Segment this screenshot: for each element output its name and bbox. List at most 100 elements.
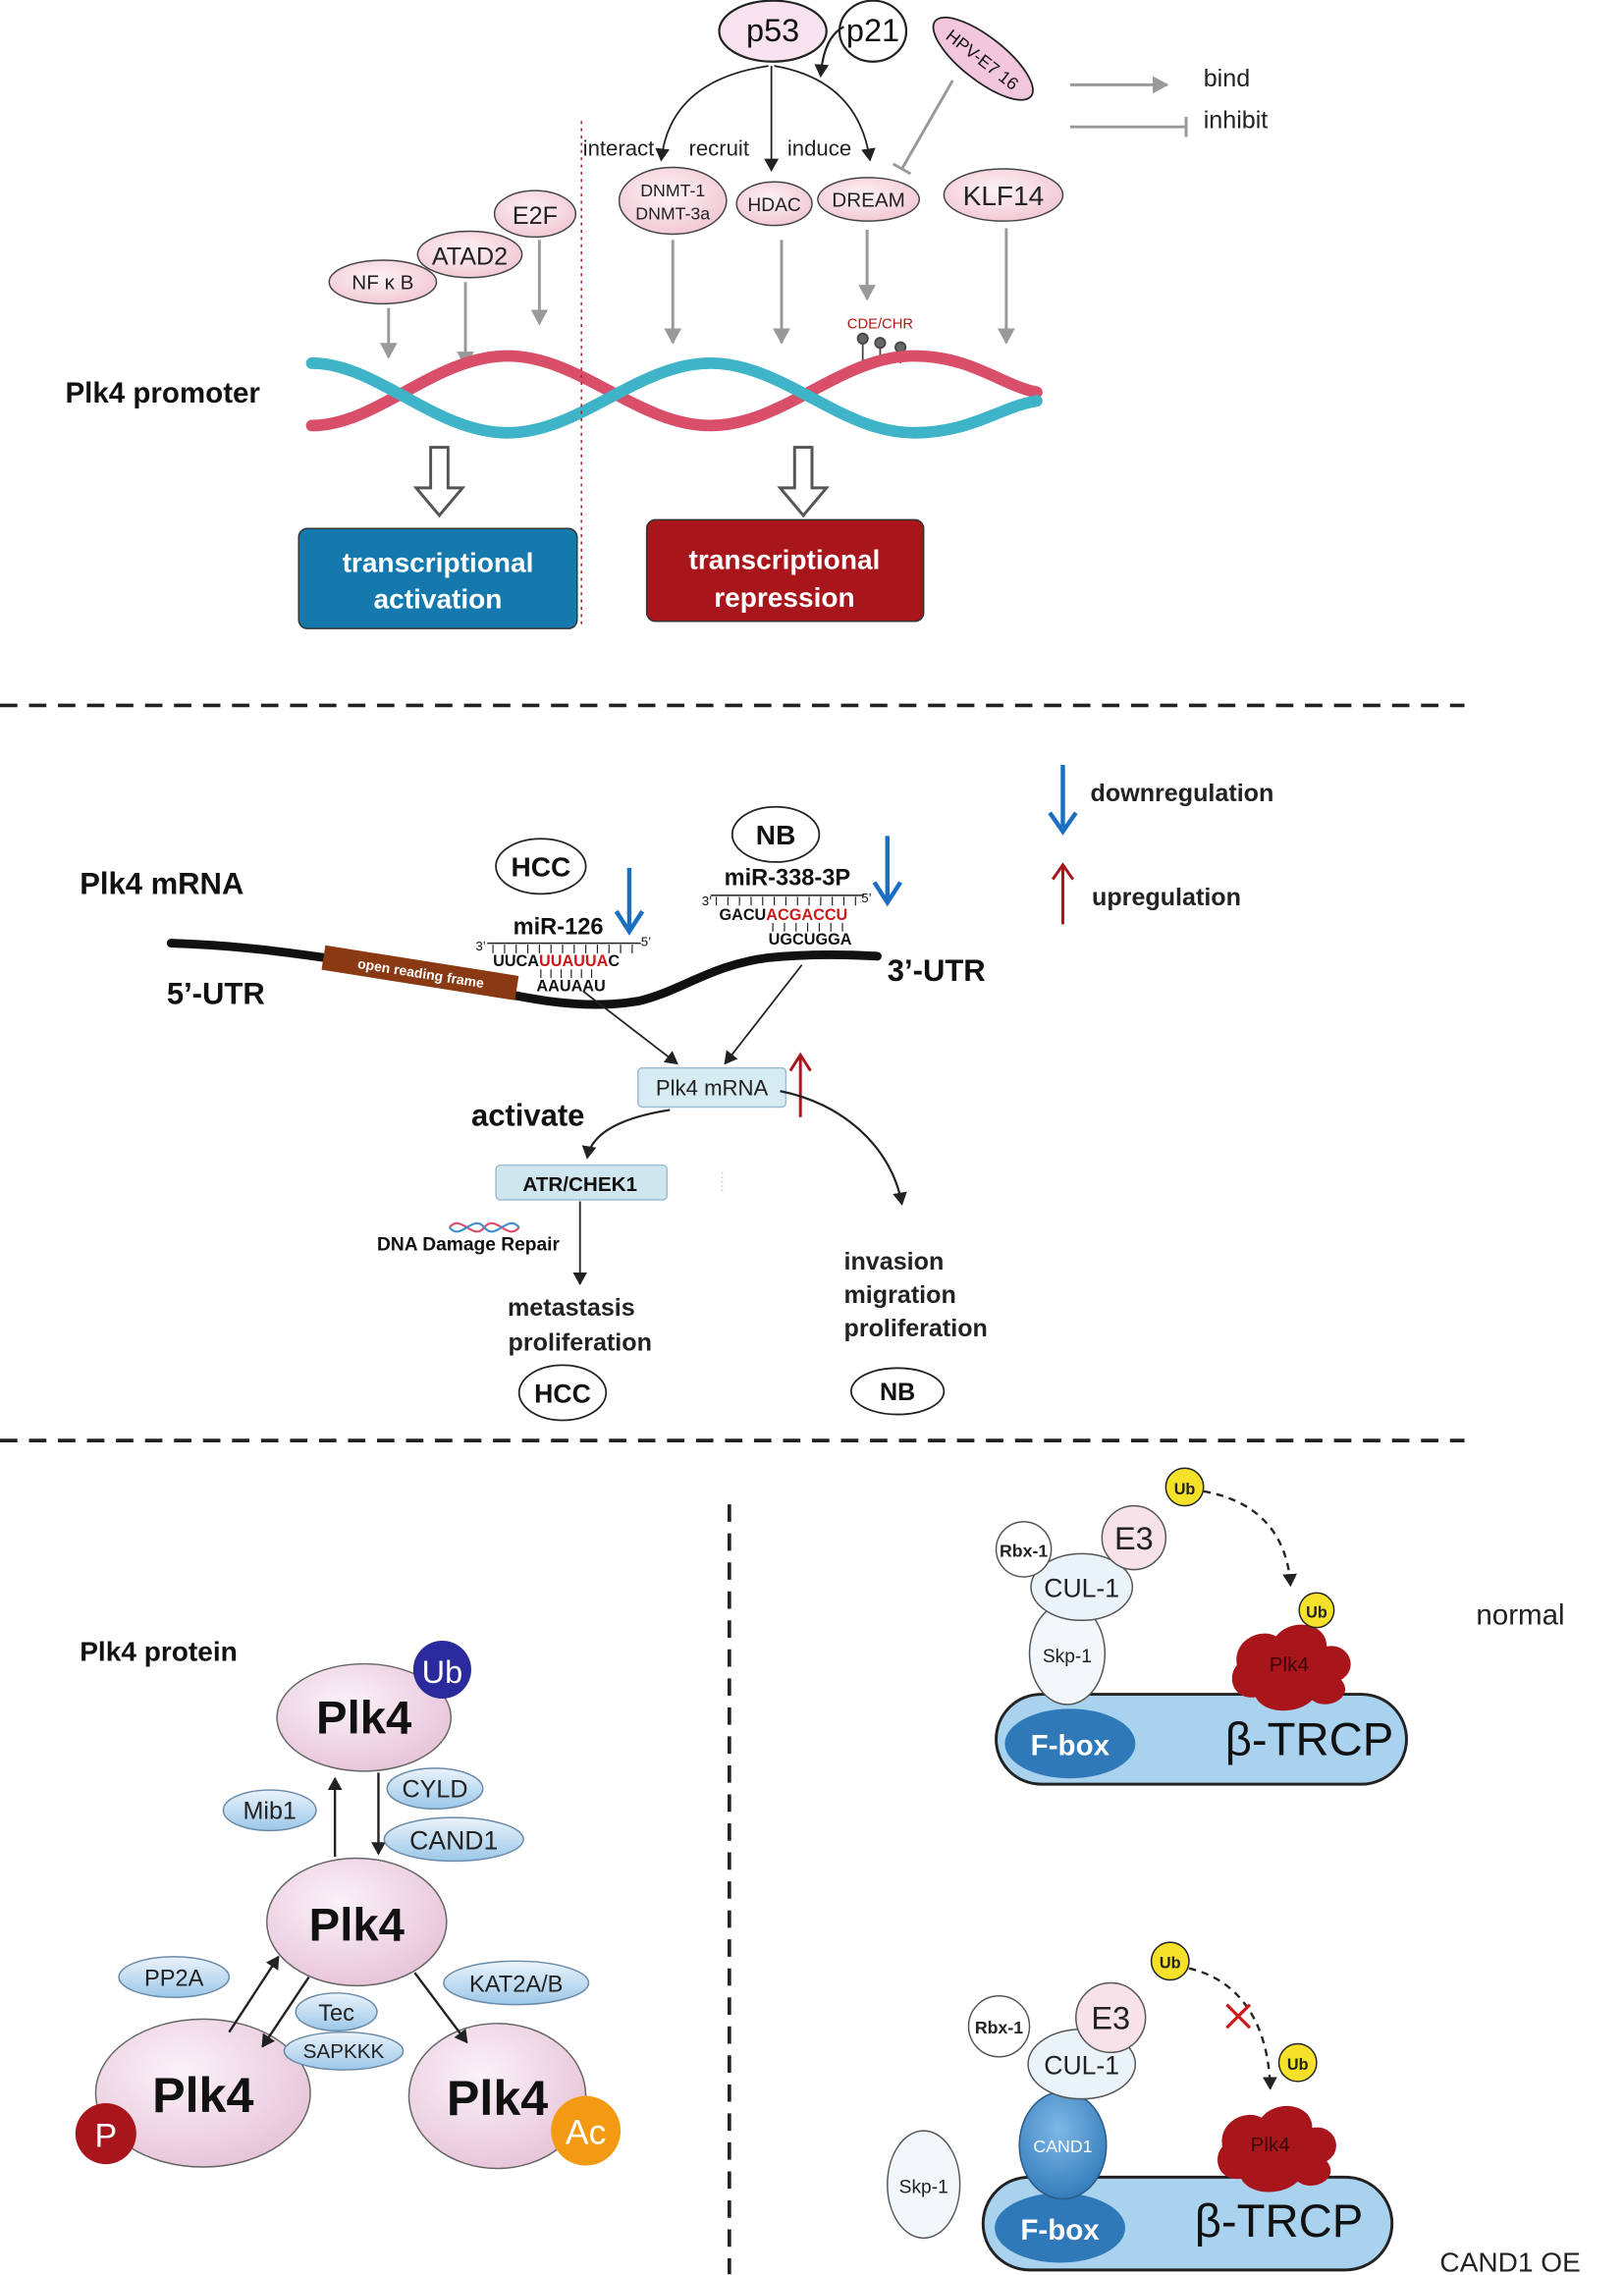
fbox-label: F-box (1031, 1730, 1110, 1762)
plk4-p-label: Plk4 (152, 2068, 253, 2123)
transcriptional-repression-box (645, 518, 925, 623)
downregulation-label: downregulation (1091, 780, 1274, 807)
plk4-p-node (94, 2018, 311, 2168)
repression-arrow (777, 446, 830, 518)
dnmt3a-label: DNMT-3a (635, 204, 710, 224)
acetyl-badge-label: Ac (566, 2112, 606, 2151)
ub-free-oe (1150, 1941, 1190, 1981)
tec-node (295, 1992, 378, 2031)
mir338-pairing-ticks (715, 896, 856, 932)
induce-arrow (774, 65, 876, 162)
nb-outcome-label: NB (880, 1379, 915, 1406)
recruit-label: recruit (688, 136, 749, 161)
pp2a-label: PP2A (144, 1966, 204, 1991)
mir126-3prime: 3’ (475, 939, 485, 953)
e3-label-oe: E3 (1091, 2001, 1130, 2036)
phospho-arrow (261, 1976, 310, 2048)
activation-line1: transcriptional (343, 548, 534, 578)
hcc-outcome-node (517, 1364, 608, 1422)
cul1-label-oe: CUL-1 (1044, 2051, 1119, 2081)
promoter-section: bind inhibit p53 p21 HPV-E7 16 interact … (65, 0, 1268, 629)
plk4-substrate (1231, 1624, 1351, 1711)
plk4-center-label: Plk4 (309, 1900, 406, 1952)
nb-proliferation-label: proliferation (843, 1315, 987, 1342)
plk4-mrna-center-label: Plk4 mRNA (656, 1076, 769, 1101)
mir126-target: AAUAAU (536, 977, 605, 995)
ub-free (1164, 1467, 1205, 1507)
normal-label: normal (1476, 1599, 1564, 1632)
plk4-substrate-label-oe: Plk4 (1251, 2134, 1290, 2156)
interact-label: interact (583, 136, 655, 161)
e3-node-oe (1075, 1981, 1147, 2054)
mir126-pairing-ticks (492, 945, 633, 979)
utr3-label: 3’-UTR (888, 953, 986, 988)
ub-badge (412, 1640, 471, 1700)
p21-label: p21 (846, 13, 899, 48)
p21-node (838, 0, 908, 63)
atad2-label: ATAD2 (432, 243, 508, 270)
ub-target-oe (1277, 2042, 1318, 2083)
atr-chek1-label: ATR/CHEK1 (522, 1173, 637, 1196)
complex-cand1-oe: CAND1 OE F-box β-TRCP CAND1 CUL-1 E3 Rbx… (887, 1941, 1581, 2275)
migration-label: migration (843, 1281, 955, 1309)
complex-normal: normal F-box β-TRCP Skp-1 CUL-1 E3 Rbx-1… (995, 1467, 1565, 1786)
protein-title: Plk4 protein (80, 1637, 238, 1667)
e3-node (1101, 1504, 1167, 1571)
plk4-ac-label: Plk4 (447, 2071, 548, 2126)
plk4-mrna-box (637, 1066, 787, 1109)
ub-transfer-arrow (1203, 1490, 1297, 1588)
mib1-node (222, 1789, 317, 1832)
pp2a-arrow (228, 1955, 280, 2033)
interact-arrow (655, 65, 769, 162)
ub-badge-label: Ub (422, 1654, 463, 1690)
hcc-label: HCC (511, 852, 570, 883)
activation-arrow (412, 446, 466, 518)
nb-label: NB (756, 820, 796, 850)
invasion-label: invasion (843, 1248, 944, 1275)
mrna-title: Plk4 mRNA (80, 866, 244, 900)
metastasis-label: metastasis (508, 1294, 635, 1322)
dream-label: DREAM (832, 189, 905, 211)
transcriptional-activation-box (298, 527, 578, 629)
mrna-section: downregulation upregulation Plk4 mRNA 5’… (80, 764, 1274, 1422)
dream-node (817, 177, 921, 222)
atr-chek1-box (495, 1164, 669, 1201)
e3-label: E3 (1114, 1521, 1154, 1556)
protein-section: Plk4 protein Plk4 Ub Plk4 Mib1 CYLD CAND… (75, 1637, 622, 2170)
rbx1-label-oe: Rbx-1 (975, 2018, 1023, 2037)
repression-line2: repression (714, 582, 854, 613)
mir338-label: miR-338-3P (725, 866, 851, 892)
upregulation-label: upregulation (1092, 884, 1241, 911)
hcc-node (495, 838, 587, 895)
fbox-domain-oe (995, 2193, 1125, 2263)
plk4-ub-node (276, 1662, 453, 1772)
dnmt1-label: DNMT-1 (640, 181, 705, 200)
nfkb-node (328, 259, 438, 305)
mir126-label: miR-126 (514, 915, 604, 941)
promoter-title: Plk4 promoter (65, 377, 260, 409)
cyld-node (386, 1767, 484, 1810)
cand1-label: CAND1 (409, 1826, 498, 1856)
nb-node (731, 805, 821, 863)
cand1-oe-label: CAND1 OE (1439, 2247, 1580, 2275)
btrcp-label-oe: β-TRCP (1195, 2195, 1364, 2248)
dna-helix (305, 350, 1043, 439)
e2f-node (493, 190, 577, 239)
ub-free-label-oe: Ub (1160, 1955, 1181, 1973)
kat2ab-label: KAT2A/B (469, 1972, 563, 1997)
nb-outcome-arrow (780, 1090, 907, 1206)
mir338-target: UGCUGGA (769, 931, 852, 948)
fbox-domain (1004, 1708, 1136, 1779)
plk4-ub-label: Plk4 (316, 1692, 412, 1744)
pp2a-node (118, 1956, 231, 1998)
phospho-badge (75, 2103, 136, 2165)
mir338-target-arrow (724, 964, 803, 1065)
p53-node (718, 0, 828, 63)
mir338-seq: GACUACGACCU (719, 906, 847, 924)
dna-damage-repair-label: DNA Damage Repair (377, 1235, 560, 1256)
mib1-label: Mib1 (243, 1798, 296, 1825)
hcc-proliferation-label: proliferation (509, 1329, 652, 1357)
acetyl-arrow (413, 1972, 468, 2044)
plk4-substrate-oe (1218, 2105, 1336, 2193)
